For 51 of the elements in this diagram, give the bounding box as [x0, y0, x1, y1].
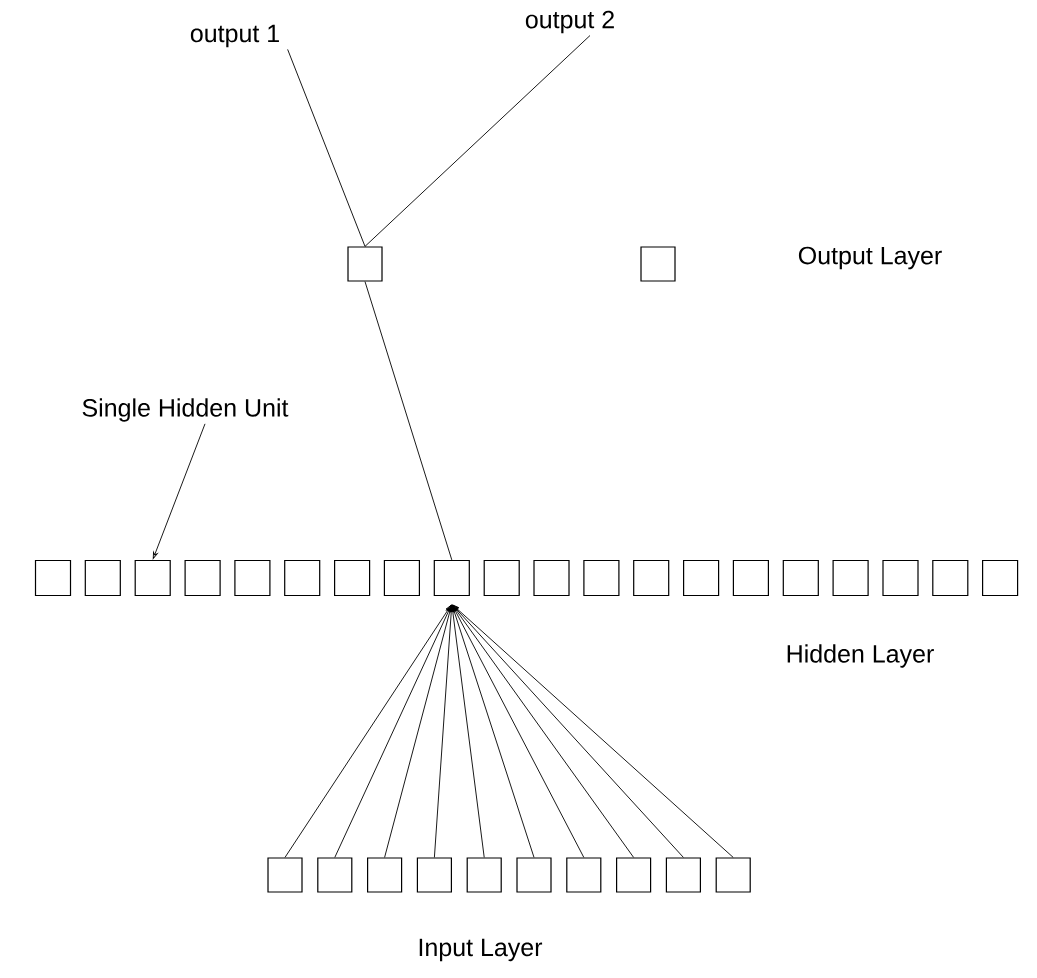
text-label: Single Hidden Unit — [82, 398, 289, 422]
unit-square — [334, 559, 371, 597]
unit-square — [367, 857, 403, 893]
unit-square — [982, 559, 1019, 597]
unit-square — [683, 559, 720, 597]
unit-square — [234, 559, 271, 597]
unit-square — [466, 857, 502, 893]
connection-arrow — [450, 605, 485, 858]
unit-square — [566, 857, 602, 893]
unit-square — [732, 559, 769, 597]
unit-square — [640, 246, 676, 282]
layer-label: Input Layer — [419, 938, 543, 962]
layer-label: Hidden Layer — [787, 644, 934, 668]
unit-square — [267, 857, 303, 893]
connection-arrow — [452, 604, 684, 858]
unit-square — [583, 559, 620, 597]
layer-label: Output Layer — [798, 246, 942, 270]
connection-arrow — [452, 604, 585, 858]
leader-line — [287, 48, 366, 247]
connection-arrow — [384, 605, 453, 858]
connection-arrow — [284, 604, 452, 858]
unit-square — [932, 559, 969, 597]
leader-line — [364, 35, 591, 247]
text-label: output 2 — [525, 10, 614, 34]
unit-square — [84, 559, 121, 597]
connection-line — [364, 281, 453, 561]
unit-square — [433, 559, 470, 597]
unit-square — [782, 559, 819, 597]
unit-square — [317, 857, 353, 893]
unit-square — [616, 857, 652, 893]
leader-arrow — [152, 423, 206, 560]
unit-square — [383, 559, 420, 597]
unit-square — [347, 246, 383, 282]
connection-arrow — [433, 605, 454, 858]
connection-arrow — [452, 604, 635, 858]
unit-square — [34, 559, 72, 597]
unit-square — [483, 559, 520, 597]
unit-square — [633, 559, 670, 597]
unit-square — [715, 857, 751, 893]
unit-square — [832, 559, 869, 597]
connection-arrow — [452, 604, 734, 858]
unit-square — [882, 559, 919, 597]
connection-arrow — [334, 604, 452, 858]
unit-square — [665, 857, 701, 893]
unit-square — [533, 559, 570, 597]
unit-square — [284, 559, 321, 597]
unit-square — [184, 559, 221, 597]
unit-square — [516, 857, 552, 893]
unit-square — [416, 857, 452, 893]
unit-square — [134, 559, 171, 597]
text-label: output 1 — [190, 24, 279, 48]
